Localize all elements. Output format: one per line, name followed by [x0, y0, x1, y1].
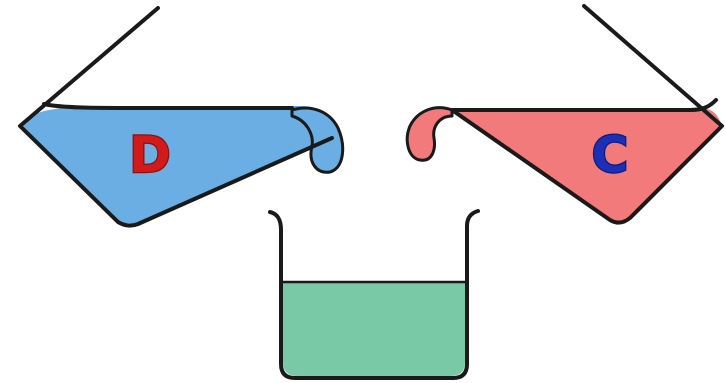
left-beaker-glass — [18, 6, 334, 228]
right-beaker: C — [405, 4, 724, 225]
left-beaker-surface — [42, 102, 294, 110]
left-beaker-drop — [290, 106, 345, 174]
bottom-beaker — [268, 209, 480, 380]
right-beaker-glass — [450, 4, 724, 225]
right-beaker-drop — [405, 106, 454, 162]
left-beaker: D — [18, 6, 345, 228]
right-beaker-label: C — [592, 126, 629, 184]
bottom-beaker-liquid — [283, 282, 465, 376]
bottom-beaker-glass — [268, 209, 480, 380]
left-beaker-liquid — [20, 106, 332, 226]
left-beaker-label: D — [129, 126, 171, 184]
right-beaker-liquid — [452, 108, 722, 223]
right-beaker-surface — [450, 98, 718, 112]
